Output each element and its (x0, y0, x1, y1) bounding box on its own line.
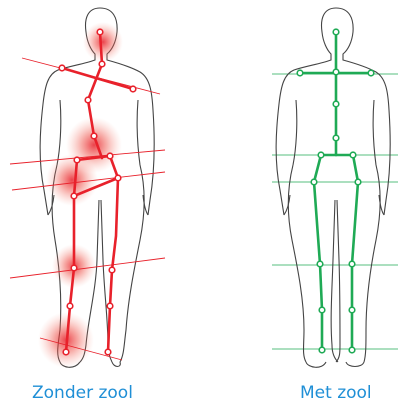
caption-with-insole: Met zool (300, 383, 372, 403)
glow-neck (83, 22, 123, 62)
right-figure (272, 8, 398, 367)
caption-without-insole: Zonder zool (32, 383, 133, 403)
right-skeleton (300, 32, 371, 350)
left-figure (10, 8, 165, 368)
right-body-outline (276, 8, 390, 367)
